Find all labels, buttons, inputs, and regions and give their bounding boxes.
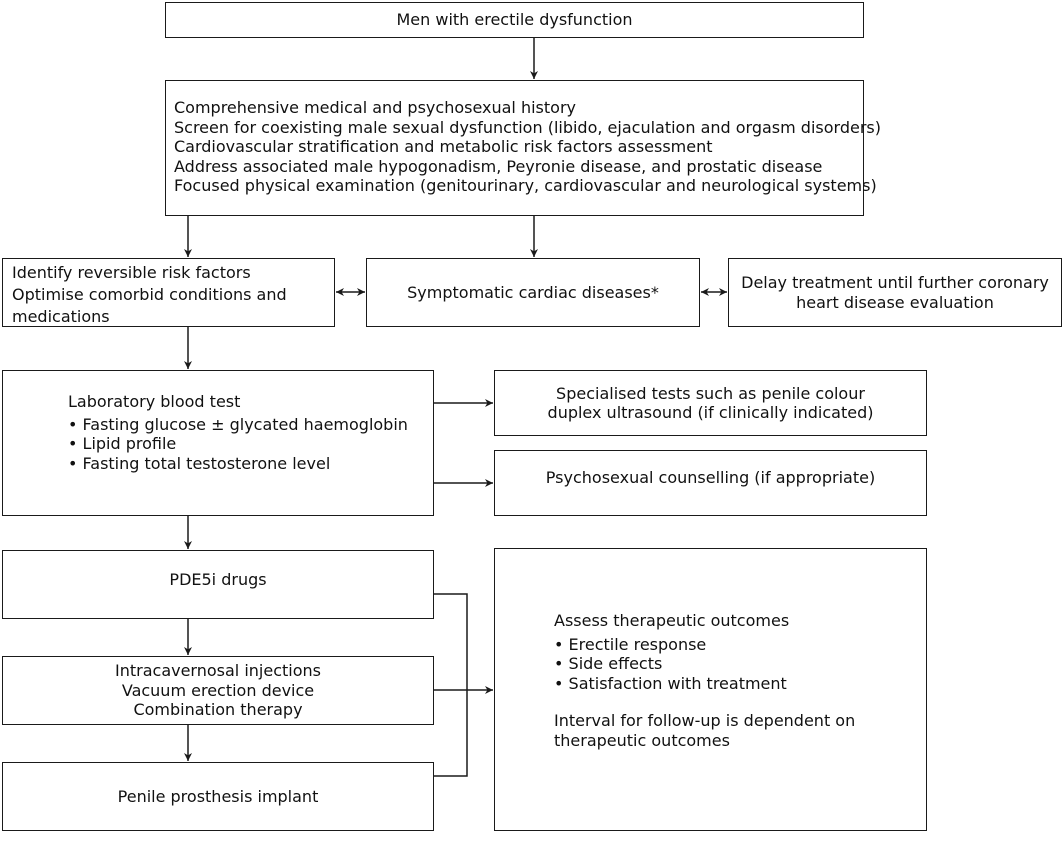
- prosthesis-node-text: Penile prosthesis implant: [117, 786, 319, 806]
- blood-test-item: Lipid profile: [68, 434, 433, 454]
- blood-test-node: Laboratory blood test Fasting glucose ± …: [2, 370, 434, 516]
- assessment-line: Screen for coexisting male sexual dysfun…: [174, 117, 881, 137]
- bracket-treatments: [434, 593, 468, 777]
- pde5i-node: PDE5i drugs: [2, 550, 434, 619]
- outcomes-item: Erectile response: [554, 635, 926, 655]
- outcomes-note-line: therapeutic outcomes: [554, 730, 730, 750]
- counselling-node: Psychosexual counselling (if appropriate…: [494, 450, 927, 516]
- blood-test-item: Fasting glucose ± glycated haemoglobin: [68, 415, 433, 435]
- specialised-tests-line: duplex ultrasound (if clinically indicat…: [547, 403, 874, 422]
- specialised-tests-line: Specialised tests such as penile colour: [556, 383, 865, 403]
- specialised-tests-node: Specialised tests such as penile colour …: [494, 370, 927, 436]
- risk-factors-line: Identify reversible risk factors: [12, 263, 251, 282]
- risk-factors-node: Identify reversible risk factors Optimis…: [2, 258, 335, 327]
- cardiac-node: Symptomatic cardiac diseases*: [366, 258, 700, 327]
- delay-line: Delay treatment until further coronary: [741, 273, 1049, 292]
- start-node-text: Men with erectile dysfunction: [396, 10, 633, 30]
- risk-factors-line: medications: [12, 307, 110, 326]
- second-line-item: Vacuum erection device: [121, 680, 315, 700]
- outcomes-item: Satisfaction with treatment: [554, 674, 926, 694]
- blood-test-item: Fasting total testosterone level: [68, 454, 433, 474]
- prosthesis-node: Penile prosthesis implant: [2, 762, 434, 831]
- pde5i-node-text: PDE5i drugs: [169, 569, 267, 589]
- second-line-item: Intracavernosal injections: [115, 661, 321, 681]
- cardiac-node-text: Symptomatic cardiac diseases*: [407, 282, 659, 302]
- risk-factors-line: Optimise comorbid conditions and: [12, 285, 287, 304]
- assessment-line: Address associated male hypogonadism, Pe…: [174, 156, 823, 176]
- outcomes-item: Side effects: [554, 654, 926, 674]
- outcomes-note-line: Interval for follow-up is dependent on: [554, 711, 856, 730]
- outcomes-list: Erectile response Side effects Satisfact…: [554, 635, 926, 694]
- start-node: Men with erectile dysfunction: [165, 2, 864, 38]
- assessment-line: Cardiovascular stratification and metabo…: [174, 137, 713, 156]
- outcomes-title: Assess therapeutic outcomes: [554, 611, 790, 630]
- counselling-node-text: Psychosexual counselling (if appropriate…: [545, 468, 876, 488]
- delay-node: Delay treatment until further coronary h…: [728, 258, 1062, 327]
- blood-test-list: Fasting glucose ± glycated haemoglobin L…: [68, 415, 433, 474]
- outcomes-node: Assess therapeutic outcomes Erectile res…: [494, 548, 927, 831]
- assessment-node: Comprehensive medical and psychosexual h…: [165, 80, 881, 216]
- assessment-line: Focused physical examination (genitourin…: [174, 176, 877, 195]
- assessment-line: Comprehensive medical and psychosexual h…: [174, 98, 576, 117]
- second-line-item: Combination therapy: [133, 700, 303, 720]
- delay-line: heart disease evaluation: [796, 292, 994, 312]
- blood-test-title: Laboratory blood test: [68, 392, 241, 411]
- second-line-node: Intracavernosal injections Vacuum erecti…: [2, 656, 434, 725]
